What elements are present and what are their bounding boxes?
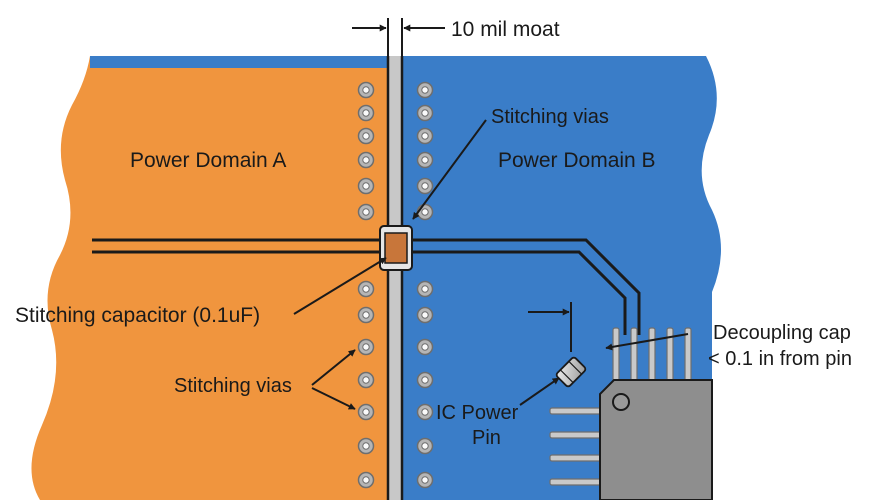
crossing-traces bbox=[92, 238, 641, 335]
via-domain-b bbox=[416, 371, 434, 389]
via-domain-b bbox=[416, 471, 434, 489]
ic-package bbox=[549, 327, 713, 500]
ic-pin bbox=[549, 478, 603, 486]
label-power-domain-b: Power Domain B bbox=[498, 149, 656, 172]
via-domain-a bbox=[357, 471, 375, 489]
ic-pin bbox=[684, 327, 692, 383]
label-ic-power-line2: Pin bbox=[472, 427, 501, 449]
via-domain-b bbox=[416, 104, 434, 122]
leader-stitching-vias-a1 bbox=[311, 349, 356, 386]
via-domain-b bbox=[416, 127, 434, 145]
label-stitching-vias-left: Stitching vias bbox=[174, 375, 292, 397]
via-domain-a bbox=[357, 403, 375, 421]
ic-pin bbox=[549, 454, 603, 462]
via-domain-a bbox=[357, 371, 375, 389]
via-domain-a bbox=[357, 177, 375, 195]
trace-upper bbox=[92, 238, 641, 335]
via-domain-a bbox=[357, 280, 375, 298]
via-domain-b bbox=[416, 151, 434, 169]
label-moat: 10 mil moat bbox=[451, 18, 560, 41]
stitching-capacitor bbox=[379, 225, 413, 271]
via-domain-a bbox=[357, 127, 375, 145]
via-domain-a bbox=[357, 81, 375, 99]
power-domain-a-plane bbox=[31, 56, 388, 500]
via-domain-b bbox=[416, 403, 434, 421]
leader-stitching-vias-top bbox=[412, 119, 487, 220]
top-edge-strip bbox=[90, 56, 388, 68]
via-domain-b bbox=[416, 203, 434, 221]
via-domain-b bbox=[416, 437, 434, 455]
label-power-domain-a: Power Domain A bbox=[130, 149, 286, 172]
via-domain-a bbox=[357, 203, 375, 221]
via-domain-b bbox=[416, 338, 434, 356]
ic-pin bbox=[630, 327, 638, 383]
trace-lower bbox=[92, 250, 627, 335]
leader-stitching-vias-a2 bbox=[311, 387, 356, 410]
moat-dimension bbox=[352, 18, 445, 56]
label-decoupling-line2: < 0.1 in from pin bbox=[708, 348, 852, 370]
ic-pin bbox=[612, 327, 620, 383]
decoupling-dimension bbox=[528, 302, 689, 352]
via-domain-a bbox=[357, 306, 375, 324]
stitching-vias-domain-a bbox=[357, 81, 375, 489]
via-domain-b bbox=[416, 81, 434, 99]
via-domain-b bbox=[416, 306, 434, 324]
via-domain-a bbox=[357, 104, 375, 122]
via-domain-a bbox=[357, 151, 375, 169]
via-domain-b bbox=[416, 280, 434, 298]
ic-pin1-marker bbox=[612, 393, 630, 411]
ic-pin bbox=[549, 407, 603, 415]
label-stitching-capacitor: Stitching capacitor (0.1uF) bbox=[15, 304, 260, 327]
label-decoupling-line1: Decoupling cap bbox=[713, 322, 851, 344]
moat-strip bbox=[388, 56, 402, 500]
ic-pin bbox=[549, 431, 603, 439]
ic-pins-top bbox=[612, 327, 692, 383]
leader-ic-power-pin bbox=[519, 377, 560, 406]
callout-leaders bbox=[293, 119, 560, 410]
ic-pins-left bbox=[549, 407, 603, 486]
label-ic-power-line1: IC Power bbox=[436, 402, 519, 424]
via-domain-b bbox=[416, 177, 434, 195]
leader-stitching-capacitor bbox=[293, 257, 387, 315]
via-domain-a bbox=[357, 437, 375, 455]
stitching-vias-domain-b bbox=[416, 81, 434, 489]
ic-body bbox=[599, 379, 713, 500]
via-domain-a bbox=[357, 338, 375, 356]
decoupling-capacitor bbox=[555, 356, 587, 388]
label-stitching-vias-top: Stitching vias bbox=[491, 106, 609, 128]
ic-pin bbox=[648, 327, 656, 383]
